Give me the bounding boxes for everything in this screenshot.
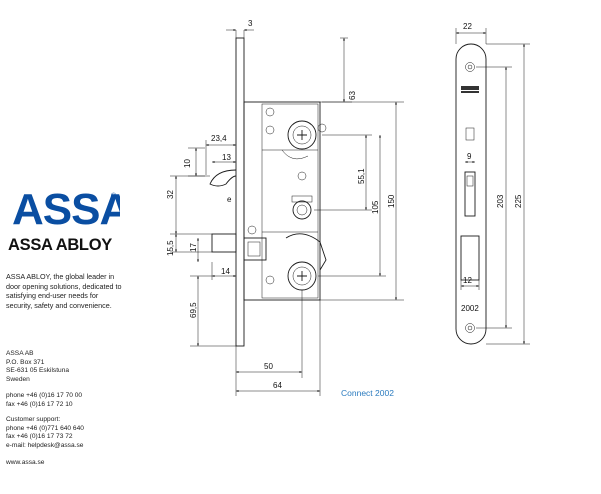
side-dimensions: 3 63 55,1 105 150 23,4 13 10 (166, 19, 404, 396)
dim-15-5: 15,5 (166, 240, 175, 256)
support-email[interactable]: e-mail: helpdesk@assa.se (6, 441, 84, 449)
latch-projection (211, 233, 237, 253)
front-plate: 2002 (455, 43, 487, 345)
dim-50: 50 (264, 362, 273, 371)
support-fax: fax +46 (0)16 17 73 72 (6, 433, 73, 441)
dim-23-4: 23,4 (211, 134, 227, 143)
assa-logo: ASSA ® (12, 186, 120, 232)
dim-13: 13 (222, 153, 231, 162)
hook-bolt-slot (464, 171, 476, 217)
top-slot (465, 127, 475, 141)
strike-plate-outline (455, 43, 487, 345)
dim-14: 14 (221, 267, 230, 276)
lock-body: e (209, 37, 327, 347)
address-line: P.O. Box 371 (6, 358, 45, 366)
address-line: ASSA AB (6, 350, 34, 357)
registered-mark-icon: ® (111, 192, 117, 200)
cylinder-hole (292, 200, 312, 220)
plate-logo-icon (461, 86, 479, 90)
plate-label: 2002 (461, 304, 479, 313)
tagline: ASSA ABLOY, the global leader in door op… (6, 272, 122, 310)
dim-55-1: 55,1 (357, 168, 366, 184)
dim-63: 63 (348, 91, 357, 100)
address-line: Sweden (6, 375, 30, 383)
website-link[interactable]: www.assa.se (6, 459, 45, 466)
fax-line: fax +46 (0)16 17 72 10 (6, 400, 73, 408)
svg-text:e: e (227, 195, 232, 204)
phone-line: phone +46 (0)16 17 70 00 (6, 392, 83, 399)
latch-bolt (243, 237, 267, 261)
brand-name: ASSA ABLOY (8, 236, 112, 254)
logo-wordmark: ASSA (12, 186, 120, 232)
dim-64: 64 (273, 381, 282, 390)
drawing-caption: Connect 2002 (341, 388, 394, 398)
support-block: Customer support: phone +46 (0)771 640 6… (6, 416, 84, 450)
dim-32: 32 (166, 190, 175, 199)
dim-3: 3 (248, 19, 253, 28)
faceplate (235, 37, 245, 347)
lock-case (243, 101, 321, 301)
dim-12: 12 (463, 276, 472, 285)
dim-22: 22 (463, 22, 472, 31)
address-block: ASSA AB P.O. Box 371 SE-631 05 Eskilstun… (6, 350, 69, 384)
dim-225: 225 (514, 194, 523, 208)
hook-bolt (209, 169, 237, 187)
bottom-screw-hole (465, 323, 475, 333)
phone-block: phone +46 (0)16 17 70 00 fax +46 (0)16 1… (6, 392, 82, 409)
support-phone: phone +46 (0)771 640 640 (6, 424, 84, 432)
dim-10: 10 (183, 159, 192, 168)
top-follower (287, 120, 317, 150)
dim-69-5: 69,5 (189, 302, 198, 318)
dim-17: 17 (189, 243, 198, 252)
dim-9: 9 (467, 152, 472, 161)
front-dimensions: 22 9 12 203 225 (455, 22, 530, 345)
dim-203: 203 (496, 194, 505, 208)
top-screw-hole (465, 62, 475, 72)
address-line: SE-631 05 Eskilstuna (6, 367, 70, 375)
dim-150: 150 (387, 194, 396, 208)
latch-slot (460, 235, 480, 281)
support-heading: Customer support: (6, 416, 61, 423)
dim-105: 105 (371, 200, 380, 214)
